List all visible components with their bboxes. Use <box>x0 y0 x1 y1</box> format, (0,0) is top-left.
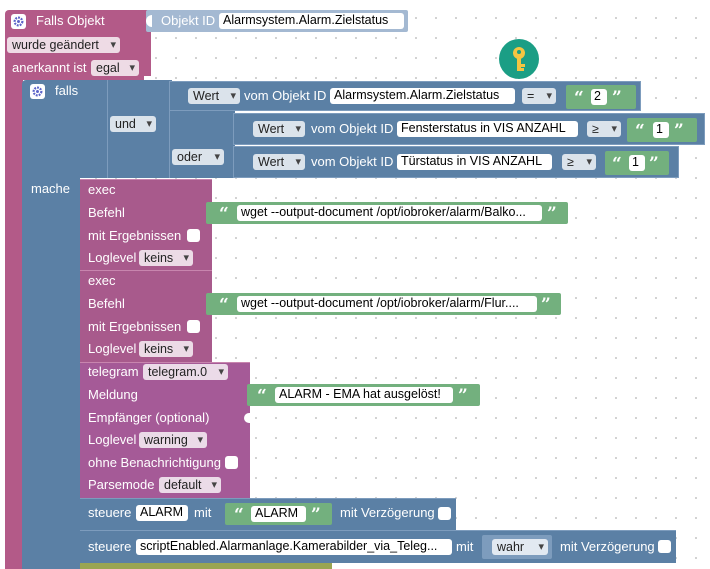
telegram-loglevel-dropdown[interactable]: warning <box>139 432 207 448</box>
control-1-with-label: mit <box>194 505 212 520</box>
telegram-message-label: Meldung <box>88 387 138 402</box>
object-id-connector <box>146 15 152 27</box>
condition-3-value-dropdown[interactable]: Wert <box>253 154 305 170</box>
exec-1-quote-close: ” <box>547 204 557 224</box>
condition-2-quote-close: ” <box>674 121 684 141</box>
control-1-value[interactable]: ALARM <box>251 506 306 522</box>
telegram-quote-close: ” <box>458 386 468 406</box>
telegram-recipient-label: Empfänger (optional) <box>88 410 210 425</box>
control-1-quote-open: “ <box>234 505 244 525</box>
telegram-block[interactable] <box>80 362 250 498</box>
exec-1-title: exec <box>88 182 116 197</box>
trigger-title: Falls Objekt <box>36 13 105 28</box>
control-1-quote-close: ” <box>311 505 321 525</box>
condition-3-object-id[interactable]: Türstatus in VIS ANZAHL <box>397 154 552 170</box>
exec-1-quote-open: “ <box>219 204 229 224</box>
control-2-label: steuere <box>88 539 132 554</box>
exec-2-title: exec <box>88 273 116 288</box>
exec-2-loglevel-label: Loglevel <box>88 341 137 356</box>
control-2-delay-label: mit Verzögerung <box>560 539 655 554</box>
control-2-target[interactable]: scriptEnabled.Alarmanlage.Kamerabilder_v… <box>136 539 452 555</box>
exec-2-results-label: mit Ergebnissen <box>88 319 182 334</box>
next-block-partial[interactable] <box>80 563 332 569</box>
or-block[interactable] <box>169 111 235 178</box>
condition-3-from-label: vom Objekt ID <box>311 154 394 169</box>
exec-1-command-label: Befehl <box>88 205 125 220</box>
telegram-parsemode-dropdown[interactable]: default <box>159 477 221 493</box>
if-label: falls <box>55 83 79 98</box>
exec-2-command[interactable]: wget --output-document /opt/iobroker/ala… <box>237 296 537 312</box>
control-1-target[interactable]: ALARM <box>136 505 188 521</box>
condition-1-compare[interactable]: 2 <box>591 89 607 105</box>
trigger-block-left-bar <box>5 70 23 569</box>
control-1-delay-checkbox[interactable] <box>438 507 451 520</box>
gear-icon <box>32 86 43 97</box>
trigger-gear-icon[interactable] <box>11 14 26 29</box>
telegram-instance-dropdown[interactable]: telegram.0 <box>143 364 228 380</box>
condition-2-operator[interactable]: ≥ <box>587 121 621 137</box>
ack-dropdown[interactable]: egal <box>91 60 139 76</box>
condition-3-operator[interactable]: ≥ <box>562 154 596 170</box>
exec-1-command[interactable]: wget --output-document /opt/iobroker/ala… <box>237 205 542 221</box>
gear-icon <box>13 16 24 27</box>
exec-1-results-checkbox[interactable] <box>187 229 200 242</box>
condition-3-quote-open: “ <box>612 154 622 174</box>
or-dropdown[interactable]: oder <box>172 149 224 165</box>
exec-1-loglevel-dropdown[interactable]: keins <box>139 250 193 266</box>
exec-2-quote-open: “ <box>219 295 229 315</box>
if-block-side <box>22 178 80 569</box>
do-label: mache <box>31 181 71 196</box>
object-id-label: Objekt ID <box>161 13 216 28</box>
condition-1-quote-open: “ <box>574 88 584 108</box>
exec-2-results-checkbox[interactable] <box>187 320 200 333</box>
telegram-silent-label: ohne Benachrichtigung <box>88 455 221 470</box>
telegram-recipient-socket[interactable] <box>244 413 250 423</box>
condition-2-value-dropdown[interactable]: Wert <box>253 121 305 137</box>
control-2-with-label: mit <box>456 539 474 554</box>
telegram-parsemode-label: Parsemode <box>88 477 155 492</box>
condition-3-compare[interactable]: 1 <box>629 155 645 171</box>
exec-2-command-label: Befehl <box>88 296 125 311</box>
condition-1-operator[interactable]: = <box>522 88 556 104</box>
telegram-message[interactable]: ALARM - EMA hat ausgelöst! <box>275 387 453 403</box>
if-gear-icon[interactable] <box>30 84 45 99</box>
control-1-delay-label: mit Verzögerung <box>340 505 435 520</box>
condition-1-from-label: vom Objekt ID <box>244 88 327 103</box>
control-2-delay-checkbox[interactable] <box>658 540 671 553</box>
telegram-quote-open: “ <box>257 386 267 406</box>
key-icon <box>513 47 525 71</box>
condition-2-from-label: vom Objekt ID <box>311 121 394 136</box>
ack-label: anerkannt ist <box>12 60 87 75</box>
exec-2-loglevel-dropdown[interactable]: keins <box>139 341 193 357</box>
condition-3-quote-close: ” <box>649 154 659 174</box>
condition-1-value-dropdown[interactable]: Wert <box>188 88 240 104</box>
trigger-changed-dropdown[interactable]: wurde geändert <box>7 37 120 53</box>
condition-2-compare[interactable]: 1 <box>653 122 669 138</box>
exec-2-quote-close: ” <box>541 295 551 315</box>
control-1-label: steuere <box>88 505 132 520</box>
condition-2-quote-open: “ <box>635 121 645 141</box>
object-id-value[interactable]: Alarmsystem.Alarm.Zielstatus <box>219 13 404 29</box>
exec-1-results-label: mit Ergebnissen <box>88 228 182 243</box>
telegram-silent-checkbox[interactable] <box>225 456 238 469</box>
telegram-loglevel-label: Loglevel <box>88 432 137 447</box>
condition-1-quote-close: ” <box>612 88 622 108</box>
and-dropdown[interactable]: und <box>110 116 156 132</box>
exec-1-loglevel-label: Loglevel <box>88 250 137 265</box>
condition-2-object-id[interactable]: Fensterstatus in VIS ANZAHL <box>397 121 578 137</box>
control-2-value-dropdown[interactable]: wahr <box>492 539 548 555</box>
condition-1-object-id[interactable]: Alarmsystem.Alarm.Zielstatus <box>330 88 515 104</box>
telegram-title: telegram <box>88 364 139 379</box>
